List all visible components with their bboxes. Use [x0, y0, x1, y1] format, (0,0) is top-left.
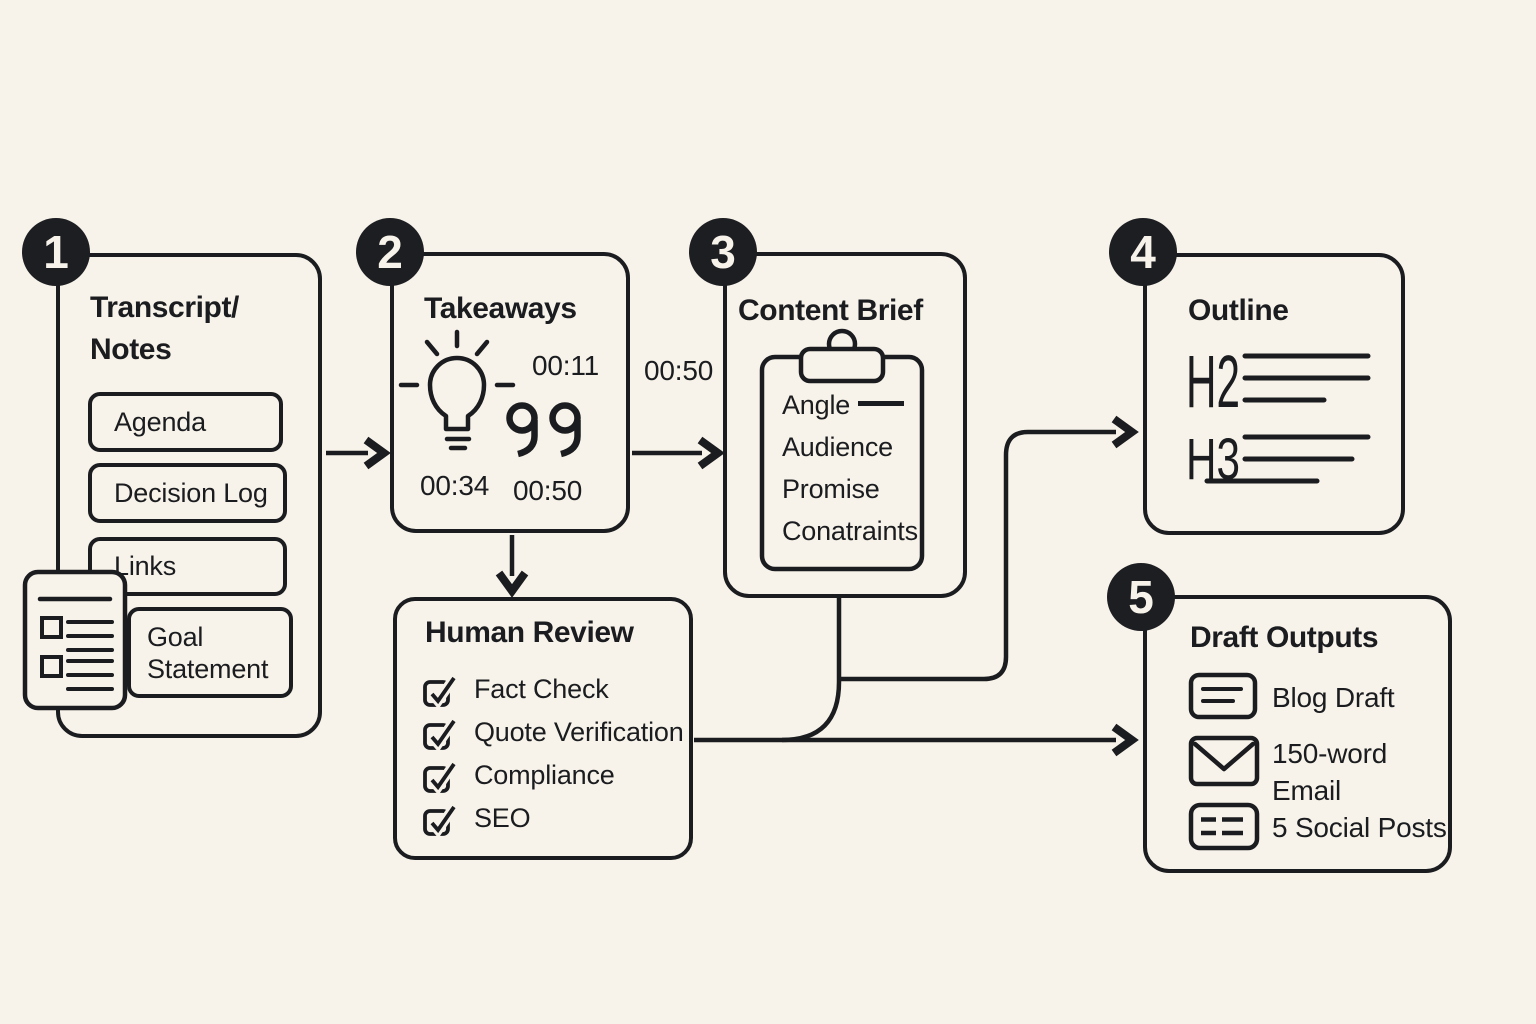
social-posts-icon	[1188, 802, 1260, 851]
line-step3-merge-to-outputs	[781, 597, 842, 743]
step4-title: Outline	[1188, 294, 1289, 327]
checklist-item-seo: SEO	[474, 803, 531, 833]
checklist-row-fact-check: Fact Check	[423, 674, 684, 709]
step5-title: Draft Outputs	[1190, 621, 1379, 654]
step1-badge: 1	[22, 218, 90, 286]
step1-item-decision-log: Decision Log	[88, 463, 287, 523]
arrowhead-step1-to-step2	[363, 436, 391, 470]
lightbulb-icon	[398, 329, 516, 451]
step5-badge: 5	[1107, 563, 1175, 631]
brief-item-list: Angle Audience Promise Conatraints	[782, 384, 918, 552]
clipboard-icon	[759, 328, 925, 572]
h2-marker: H2	[1186, 340, 1240, 423]
step4-badge-number: 4	[1130, 226, 1156, 278]
checkbox-checked-icon	[423, 674, 459, 709]
checklist-item-compliance: Compliance	[474, 760, 615, 790]
step5-badge-number: 5	[1128, 571, 1154, 623]
step3-badge-number: 3	[710, 226, 736, 278]
quotes-icon	[506, 402, 581, 458]
step3-badge: 3	[689, 218, 757, 286]
outline-structure-icon: H2 H3	[1186, 340, 1371, 492]
brief-item-promise: Promise	[782, 474, 880, 504]
step2-takeaways-box	[390, 252, 630, 533]
step1-item-links-label: Links	[114, 551, 177, 581]
step1-title-line2: Notes	[90, 333, 172, 366]
checklist-item-quote-verification: Quote Verification	[474, 717, 684, 747]
human-review-title: Human Review	[425, 616, 634, 649]
human-review-checklist: Fact Check Quote Verification Compliance	[423, 674, 684, 846]
step2-badge: 2	[356, 218, 424, 286]
arrowhead-step2-to-step3	[697, 436, 725, 470]
checkbox-checked-icon	[423, 760, 459, 795]
timestamp-00-11: 00:11	[532, 350, 599, 381]
step1-item-decision-log-label: Decision Log	[114, 477, 268, 508]
step5-draft-outputs-box	[1143, 595, 1452, 873]
human-review-box	[393, 597, 693, 860]
step3-content-brief-box	[723, 252, 967, 598]
checklist-row-seo: SEO	[423, 803, 684, 838]
step1-item-goal-statement-label: Goal Statement	[147, 621, 269, 684]
step1-title: Transcript/ Notes	[90, 287, 239, 371]
step1-transcript-notes-box	[56, 253, 322, 738]
arrowhead-into-step5	[1111, 723, 1139, 757]
checklist-row-quote-verification: Quote Verification	[423, 717, 684, 752]
step1-badge-number: 1	[43, 226, 69, 278]
brief-item-constraints: Conatraints	[782, 516, 918, 546]
arrowhead-step2-to-review	[495, 570, 529, 598]
step1-item-agenda-label: Agenda	[114, 406, 206, 437]
line-step3-to-step4	[839, 429, 1116, 682]
angle-rule-line	[858, 401, 904, 406]
step2-badge-number: 2	[377, 226, 403, 278]
step3-title: Content Brief	[738, 294, 923, 327]
step4-badge: 4	[1109, 218, 1177, 286]
step1-item-goal-statement: Goal Statement	[127, 607, 293, 698]
checkbox-checked-icon	[423, 803, 459, 838]
step2-title: Takeaways	[424, 292, 577, 325]
email-icon	[1188, 735, 1260, 787]
checkbox-checked-icon	[423, 717, 459, 752]
brief-item-audience: Audience	[782, 432, 893, 462]
notes-document-icon	[22, 569, 128, 711]
timestamp-00-34: 00:34	[420, 470, 490, 501]
step4-outline-box	[1143, 253, 1405, 535]
brief-item-angle: Angle	[782, 390, 851, 420]
connector-label-00-50: 00:50	[644, 355, 714, 386]
blog-draft-icon	[1188, 672, 1258, 720]
checklist-item-fact-check: Fact Check	[474, 674, 609, 704]
step1-title-line1: Transcript/	[90, 291, 239, 324]
step5-item-social-posts: 5 Social Posts	[1272, 812, 1447, 843]
step5-item-email: 150-word Email	[1272, 738, 1388, 806]
timestamp-00-50-inner: 00:50	[513, 475, 583, 506]
checklist-row-compliance: Compliance	[423, 760, 684, 795]
arrowhead-into-step4	[1111, 415, 1139, 449]
step5-item-blog-draft: Blog Draft	[1272, 682, 1395, 713]
step1-item-agenda: Agenda	[88, 392, 283, 452]
step1-item-links: Links	[88, 537, 287, 596]
